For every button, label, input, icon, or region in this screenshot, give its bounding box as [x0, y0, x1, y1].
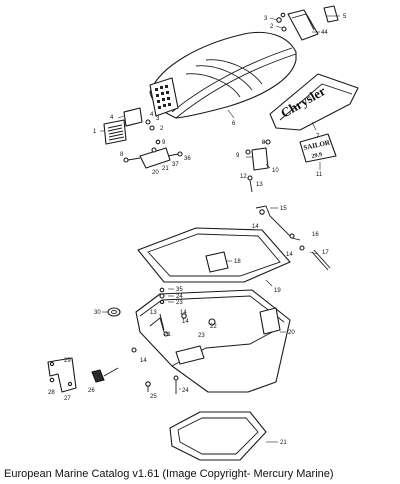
callout-4b: 4 — [150, 112, 154, 118]
callout-28: 28 — [48, 390, 55, 396]
lever-26 — [91, 367, 119, 383]
exploded-parts-diagram: Chrysler SAILOR 29.9 — [47, 5, 359, 461]
callout-10: 10 — [272, 168, 279, 174]
bolts-13-14 — [159, 313, 187, 337]
callout-5: 5 — [343, 14, 347, 20]
callout-11: 11 — [316, 172, 323, 178]
callout-21b: 21 — [164, 332, 171, 338]
callout-32: 14 — [180, 310, 187, 316]
callout-13b: 13 — [150, 310, 157, 316]
callout-7: 7 — [316, 134, 320, 140]
callout-24: 24 — [176, 294, 183, 300]
callout-15: 15 — [280, 206, 287, 212]
callout-30: 30 — [94, 310, 101, 316]
callout-14b: 14 — [286, 252, 293, 258]
grommet — [107, 307, 121, 317]
callout-25: 25 — [150, 394, 157, 400]
hinge-bracket — [245, 139, 271, 193]
sailor-decal: SAILOR 29.9 — [299, 133, 337, 163]
cowl-grille — [149, 77, 179, 117]
front-latch — [103, 107, 155, 145]
callout-8b: 8 — [262, 140, 266, 146]
callout-16: 16 — [312, 232, 319, 238]
callout-35: 35 — [176, 287, 183, 293]
fasteners-group-35-24-23 — [159, 287, 165, 305]
side-panel: Chrysler — [269, 73, 359, 131]
callout-44: 44 — [321, 30, 328, 36]
callout-22: 22 — [210, 324, 217, 330]
leader-lines — [100, 15, 340, 443]
callout-9: 9 — [162, 140, 166, 146]
callout-20b: 20 — [288, 330, 295, 336]
callout-23: 23 — [176, 300, 183, 306]
callout-3: 3 — [264, 16, 268, 22]
callout-3b: 3 — [156, 116, 160, 122]
callout-27: 27 — [64, 396, 71, 402]
callout-6: 6 — [232, 121, 236, 127]
callout-26: 26 — [88, 388, 95, 394]
callout-24b: 24 — [182, 388, 189, 394]
callout-12: 12 — [240, 174, 247, 180]
callout-2: 2 — [270, 24, 274, 30]
lower-cowl — [135, 289, 291, 393]
lower-seal-gasket — [137, 227, 291, 283]
callout-23b: 23 — [198, 333, 205, 339]
support-bracket-29-27 — [47, 357, 77, 393]
callout-37: 37 — [172, 162, 179, 168]
callout-14: 14 — [252, 224, 259, 230]
top-cowl — [149, 31, 297, 119]
callout-18: 18 — [234, 259, 241, 265]
callout-14c: 14 — [182, 319, 189, 325]
callout-19: 19 — [274, 288, 281, 294]
callout-20: 20 — [152, 170, 159, 176]
callout-4: 4 — [110, 115, 114, 121]
callout-8: 8 — [120, 152, 124, 158]
bottom-seal — [169, 411, 267, 461]
image-caption: European Marine Catalog v1.61 (Image Cop… — [4, 468, 334, 480]
callout-9b: 9 — [236, 153, 240, 159]
callout-17: 17 — [322, 250, 329, 256]
linkage-rod — [255, 205, 331, 271]
screws-14-25 — [131, 347, 151, 392]
callout-13: 13 — [256, 182, 263, 188]
bolt-24 — [173, 375, 179, 394]
callout-36: 36 — [184, 156, 191, 162]
callout-21c: 21 — [280, 440, 287, 446]
rear-latch-bracket — [276, 5, 339, 41]
latch-lever — [123, 139, 183, 169]
callout-1: 1 — [93, 129, 97, 135]
callout-14d: 14 — [140, 358, 147, 364]
callout-labels: 5 44 3 2 6 7 11 4 1 2 3 4 9 8 20 21 37 3… — [48, 14, 347, 446]
callout-2b: 2 — [160, 126, 164, 132]
callout-29: 29 — [64, 358, 71, 364]
decal-line-2: 29.9 — [311, 152, 323, 160]
callout-21: 21 — [162, 166, 169, 172]
